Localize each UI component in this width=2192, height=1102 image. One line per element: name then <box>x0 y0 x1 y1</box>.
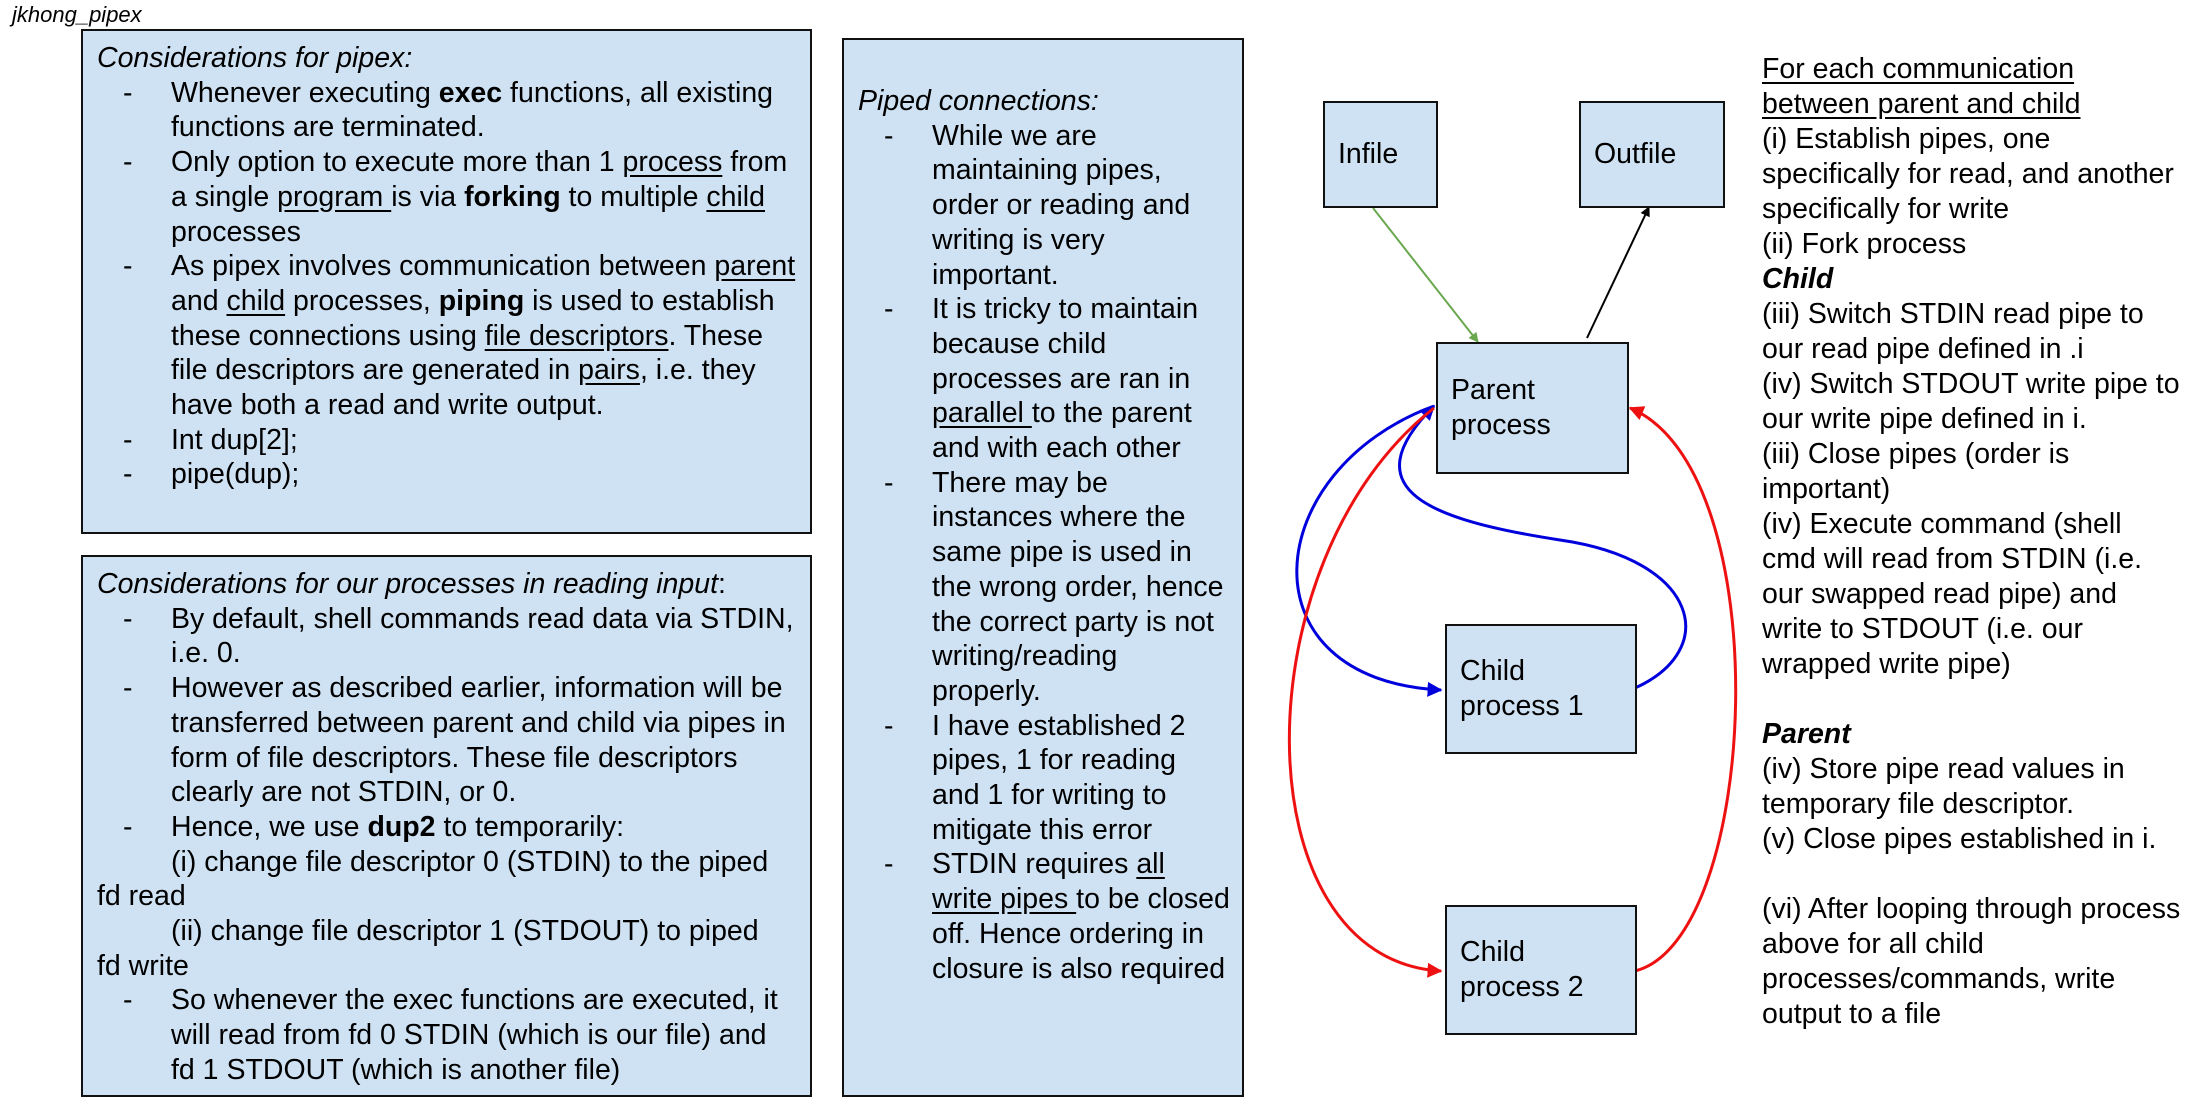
infile-node: Infile <box>1323 101 1438 208</box>
note-item: (vi) After looping through process above… <box>1762 893 2181 1030</box>
list-item: However as described earlier, informatio… <box>97 671 798 810</box>
piped-connections-box: Piped connections: While we are maintain… <box>842 38 1244 1097</box>
parent-section-label: Parent <box>1762 718 1851 750</box>
list-item: I have established 2 pipes, 1 for readin… <box>858 709 1230 848</box>
list-item: pipe(dup); <box>97 457 798 492</box>
spacer <box>1762 857 2182 892</box>
piped-connections-list: While we are maintaining pipes, order or… <box>858 119 1230 987</box>
list-item: Only option to execute more than 1 proce… <box>97 145 798 249</box>
list-item: STDIN requires all write pipes to be clo… <box>858 847 1230 986</box>
considerations-input-heading: Considerations for our processes in read… <box>97 568 726 600</box>
considerations-pipex-box: Considerations for pipex: Whenever execu… <box>81 29 812 534</box>
child-section-label: Child <box>1762 263 1834 295</box>
spacer <box>1762 682 2182 717</box>
list-item: It is tricky to maintain because child p… <box>858 292 1230 466</box>
sub-item-2-cont: fd write <box>97 949 189 982</box>
arrow-red-parent-to-child2 <box>1287 406 1443 978</box>
sub-item-1-cont: fd read <box>97 880 186 913</box>
arrow-blue-parent-to-child1 <box>1295 404 1443 697</box>
note-item: (iv) Switch STDOUT write pipe to our wri… <box>1762 368 2180 435</box>
list-item: Hence, we use dup2 to temporarily: <box>97 810 798 845</box>
considerations-pipex-list: Whenever executing exec functions, all e… <box>97 76 798 492</box>
note-item: (iv) Execute command (shell cmd will rea… <box>1762 508 2143 680</box>
note-item: (iv) Store pipe read values in temporary… <box>1762 753 2125 820</box>
document-title: jkhong_pipex <box>12 2 142 27</box>
note-item: (iii) Close pipes (order is important) <box>1762 438 2070 505</box>
note-item: (iii) Switch STDIN read pipe to our read… <box>1762 298 2144 365</box>
piped-connections-heading: Piped connections: <box>858 85 1099 117</box>
list-item: Int dup[2]; <box>97 423 798 458</box>
list-item: Whenever executing exec functions, all e… <box>97 76 798 145</box>
arrow-blue-child1-to-parent <box>1398 404 1687 690</box>
note-item: (ii) Fork process <box>1762 228 1967 260</box>
considerations-pipex-heading: Considerations for pipex: <box>97 42 413 74</box>
list-item: So whenever the exec functions are execu… <box>97 983 798 1087</box>
considerations-input-list: By default, shell commands read data via… <box>97 602 798 845</box>
list-item: As pipex involves communication between … <box>97 249 798 423</box>
considerations-input-box: Considerations for our processes in read… <box>81 555 812 1097</box>
list-item: There may be instances where the same pi… <box>858 466 1230 709</box>
sub-item-1: (i) change file descriptor 0 (STDIN) to … <box>171 845 769 878</box>
considerations-input-list-2: So whenever the exec functions are execu… <box>97 983 798 1087</box>
list-item: By default, shell commands read data via… <box>97 602 798 671</box>
arrow-parent-to-outfile <box>1586 206 1650 339</box>
note-item: (i) Establish pipes, one specifically fo… <box>1762 123 2174 225</box>
outfile-node: Outfile <box>1579 101 1725 208</box>
arrow-infile-to-parent <box>1372 207 1479 343</box>
list-item: While we are maintaining pipes, order or… <box>858 119 1230 293</box>
sub-item-2: (ii) change file descriptor 1 (STDOUT) t… <box>171 915 759 948</box>
arrow-red-child2-to-parent <box>1628 406 1738 973</box>
note-item: (v) Close pipes established in i. <box>1762 823 2157 855</box>
